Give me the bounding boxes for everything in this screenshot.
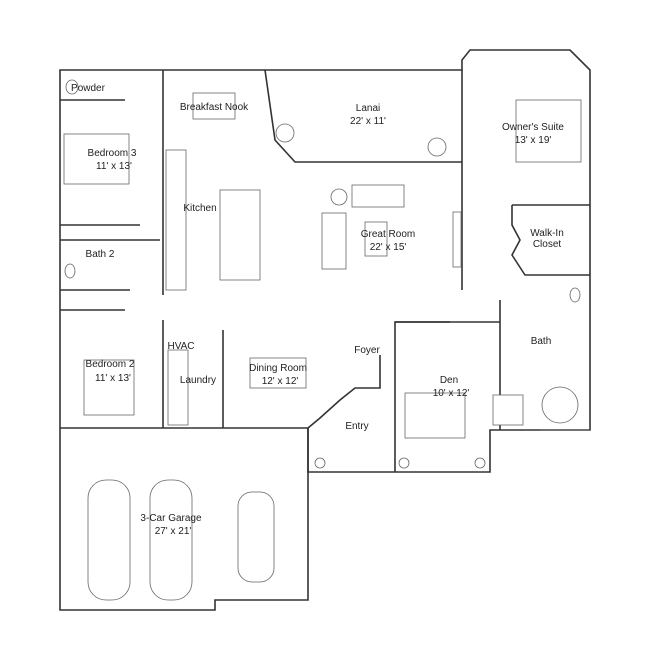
bed-3 — [63, 133, 130, 185]
lanai-table-2 — [427, 137, 447, 157]
room-label-foyer: Foyer — [354, 345, 380, 356]
room-label-lanai: Lanai — [356, 103, 380, 114]
nook-table — [192, 92, 236, 120]
room-label-den: Den — [440, 375, 458, 386]
room-labels: Powder Breakfast Nook Lanai 22' x 11' Ow… — [71, 83, 564, 537]
bed-2 — [83, 359, 135, 416]
room-dims-bedroom-2: 11' x 13' — [95, 373, 131, 384]
dining-table — [249, 357, 307, 389]
room-dims-den: 10' x 12' — [433, 388, 470, 399]
powder-toilet — [65, 79, 79, 95]
exterior-walls — [59, 49, 591, 611]
room-label-bedroom-3: Bedroom 3 — [88, 148, 137, 159]
owners-bed — [515, 99, 582, 163]
room-label-breakfast-nook: Breakfast Nook — [180, 102, 249, 113]
room-label-walk-in-closet: Walk-In — [530, 228, 564, 239]
room-dims-great-room: 22' x 15' — [370, 242, 407, 253]
room-dims-bedroom-3: 11' x 13' — [96, 161, 132, 172]
bath-toilet — [569, 287, 581, 303]
room-label-walk-in-closet-2: Closet — [533, 239, 562, 250]
room-label-owners-suite: Owner's Suite — [502, 122, 564, 133]
kitchen-counter — [165, 149, 187, 291]
kitchen-island — [219, 189, 261, 281]
laundry-appliances — [167, 349, 189, 426]
room-dims-dining-room: 12' x 12' — [262, 376, 299, 387]
sofa — [351, 184, 405, 208]
room-label-dining-room: Dining Room — [249, 363, 307, 374]
tv-console — [452, 211, 462, 268]
room-label-bedroom-2: Bedroom 2 — [86, 359, 135, 370]
room-dims-garage: 27' x 21' — [155, 526, 192, 537]
room-label-hvac: HVAC — [167, 341, 194, 352]
sofa-side — [321, 212, 347, 270]
fixtures — [63, 79, 582, 601]
room-label-entry: Entry — [345, 421, 368, 432]
room-label-kitchen: Kitchen — [183, 203, 216, 214]
room-label-great-room: Great Room — [361, 229, 415, 240]
room-label-laundry: Laundry — [180, 375, 216, 386]
room-label-bath: Bath — [531, 336, 552, 347]
lanai-table-1 — [275, 123, 295, 143]
shower — [492, 394, 524, 426]
car-icon — [87, 479, 275, 601]
room-dims-lanai: 22' x 11' — [350, 116, 386, 127]
tub — [541, 386, 579, 424]
room-dims-owners-suite: 13' x 19' — [515, 135, 552, 146]
end-table — [330, 188, 348, 206]
room-label-garage: 3-Car Garage — [140, 513, 202, 524]
coffee-table — [364, 221, 388, 257]
room-label-bath-2: Bath 2 — [86, 249, 115, 260]
bath2-toilet — [64, 263, 76, 279]
room-label-powder: Powder — [71, 83, 106, 94]
den-sofa — [404, 392, 466, 439]
